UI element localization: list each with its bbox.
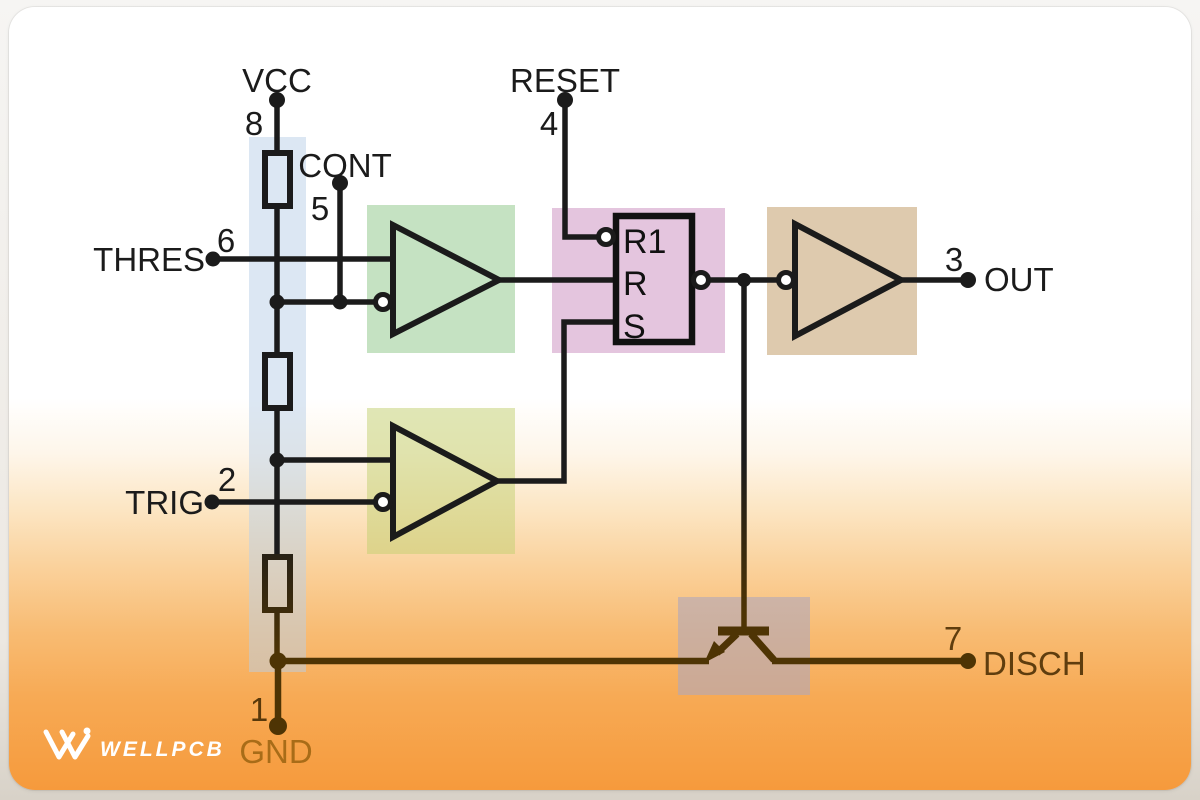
disch-label: DISCH <box>983 645 1086 682</box>
wellpcb-logo-text: WELLPCB <box>100 738 225 761</box>
black-wires <box>212 100 968 520</box>
out-pin-dot <box>960 272 976 288</box>
wire-reset <box>562 100 599 240</box>
junction-divider-upper <box>269 294 285 310</box>
disch-pin-dot <box>960 653 976 669</box>
latch-output-bubble <box>691 270 711 290</box>
gnd-pin-dot <box>269 717 287 735</box>
brown-wires <box>274 657 968 724</box>
comparator-1 <box>390 220 506 339</box>
wellpcb-logo-mark-icon <box>43 729 91 760</box>
discharge-transistor <box>704 626 777 663</box>
reset-pin-number: 4 <box>540 105 558 142</box>
gnd-label: GND <box>239 733 312 770</box>
transistor-emitter-arrow <box>704 641 725 663</box>
trig-pin-number: 2 <box>218 461 236 498</box>
disch-pin-number: 7 <box>944 620 962 657</box>
latch-r1-label: R1 <box>623 223 666 261</box>
trig-pin-dot <box>204 494 220 510</box>
junction-divider-lower <box>269 452 285 468</box>
comp2-inverting-bubble <box>373 492 393 512</box>
latch-s-label: S <box>623 308 646 346</box>
reset-label: RESET <box>510 62 620 99</box>
trig-label: TRIG <box>125 484 204 521</box>
vcc-pin-dot <box>269 92 285 108</box>
comp1-inverting-bubble <box>373 292 393 312</box>
buffer-input-bubble <box>776 270 796 290</box>
thres-pin-dot <box>205 251 221 267</box>
gnd-pin-number: 1 <box>250 691 268 728</box>
junction-gnd-rail <box>269 652 287 670</box>
cont-pin-dot <box>332 175 348 191</box>
latch-r1-bubble <box>596 227 616 247</box>
resistor-3 <box>262 554 293 613</box>
wire-comp2-out <box>497 319 616 484</box>
thres-pin-number: 6 <box>217 222 235 259</box>
resistor-2 <box>262 352 293 411</box>
resistor-1 <box>262 150 293 209</box>
vcc-pin-number: 8 <box>245 105 263 142</box>
vcc-label: VCC <box>242 62 312 99</box>
out-pin-number: 3 <box>945 241 963 278</box>
junction-cont <box>332 294 348 310</box>
thres-label: THRES <box>93 241 205 278</box>
latch-r-label: R <box>623 265 648 303</box>
transistor-collector <box>748 631 777 663</box>
out-label: OUT <box>984 261 1054 298</box>
cont-label: CONT <box>298 147 392 184</box>
reset-pin-dot <box>557 92 573 108</box>
wellpcb-logo-dot <box>83 727 91 735</box>
cont-pin-number: 5 <box>311 190 329 227</box>
comparator-2 <box>390 421 504 543</box>
wellpcb-logo: WELLPCB <box>43 727 225 761</box>
junction-latch-out <box>737 273 751 287</box>
